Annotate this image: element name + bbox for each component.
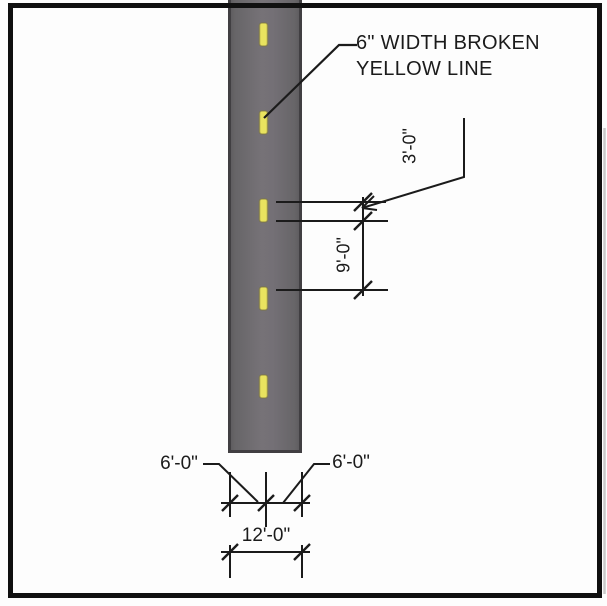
right-half-width-label: 6'-0" <box>332 452 370 473</box>
broken-yellow-centerline <box>258 22 269 399</box>
marking-note-line1: 6" WIDTH BROKEN <box>356 32 540 54</box>
dash-length-dimension-label: 3'-0" <box>399 128 420 164</box>
marking-note-line2: YELLOW LINE <box>356 58 493 80</box>
right-half-leader <box>282 463 330 504</box>
broken-yellow-line-dash <box>258 22 269 47</box>
leader-arrowhead <box>361 195 378 211</box>
road-left-edge <box>228 0 231 453</box>
marking-note-label: 6" WIDTH BROKEN YELLOW LINE <box>356 30 540 82</box>
broken-yellow-line-dash <box>258 198 269 223</box>
road-width-dimension-assembly <box>203 463 330 578</box>
broken-yellow-line-dash <box>258 286 269 311</box>
tick-marks <box>221 543 311 561</box>
broken-yellow-line-dash <box>258 374 269 399</box>
road-right-edge <box>299 0 302 453</box>
tick-marks <box>353 192 373 300</box>
left-half-width-label: 6'-0" <box>160 453 198 474</box>
drawing-border <box>8 3 602 598</box>
dash-length-leader <box>361 118 465 211</box>
road-bottom-edge <box>228 450 302 453</box>
note-leader-line <box>263 43 357 119</box>
dash-dimension-assembly <box>276 118 465 300</box>
left-half-leader <box>203 463 259 503</box>
dash-gap-dimension-label: 9'-0" <box>333 237 354 273</box>
tick-marks <box>221 494 311 512</box>
roadway-width-label: 12'-0" <box>241 525 291 546</box>
